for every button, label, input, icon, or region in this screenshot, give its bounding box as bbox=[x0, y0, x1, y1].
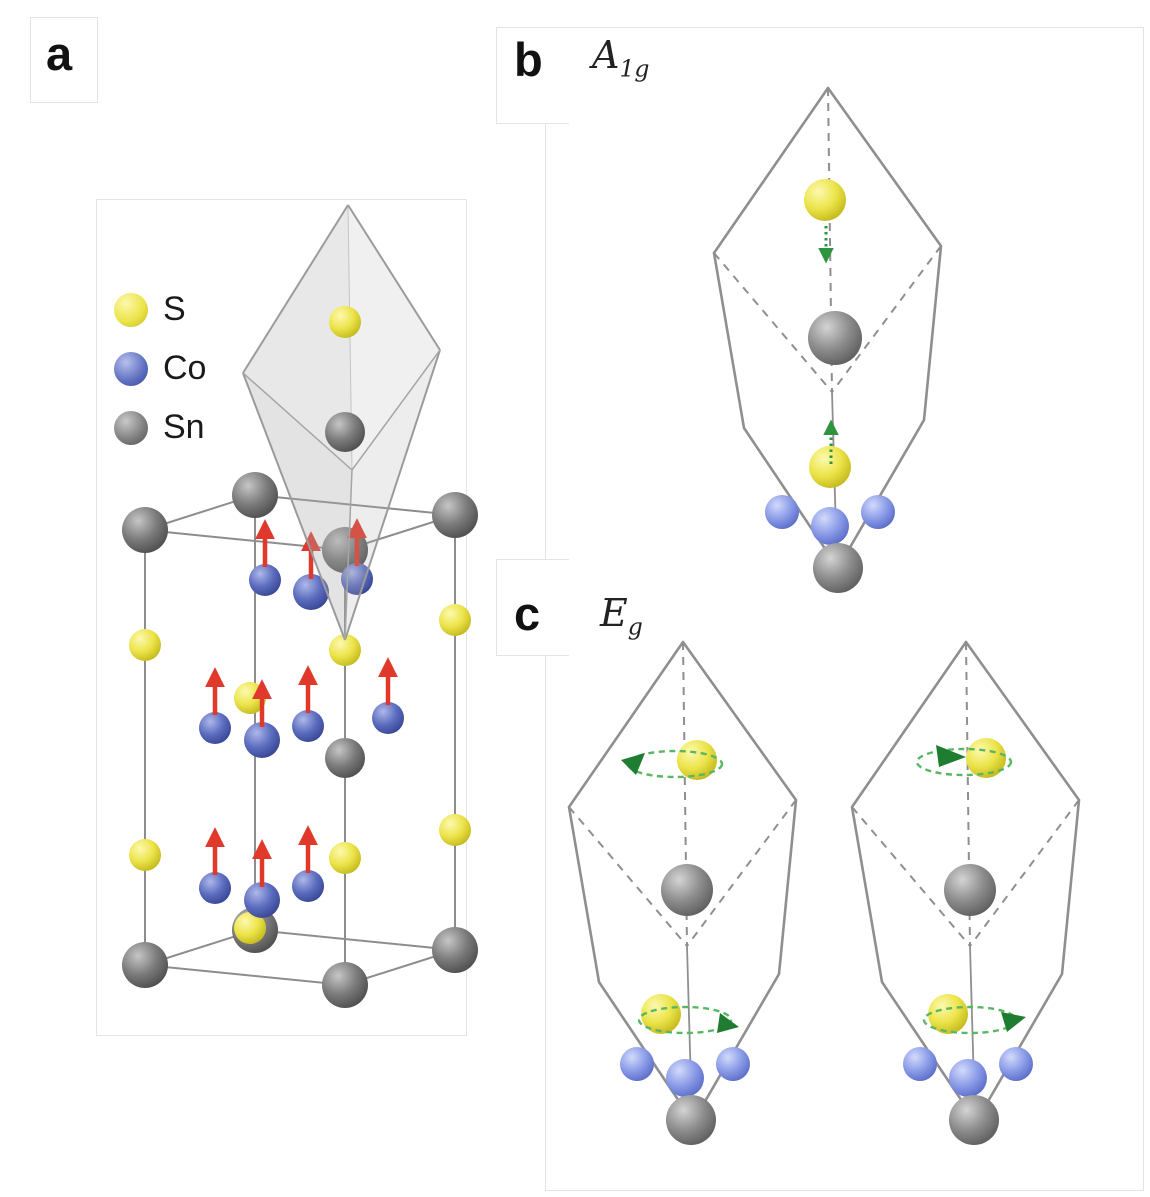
sn-atom bbox=[813, 543, 863, 593]
sn-atom bbox=[325, 412, 365, 452]
s-atom bbox=[234, 912, 266, 944]
primitive-cell-atoms bbox=[325, 306, 365, 452]
panel-a-label: a bbox=[46, 27, 73, 80]
mode-label-a1g-main: A bbox=[592, 33, 620, 77]
sn-atom bbox=[432, 492, 478, 538]
co-atoms bbox=[199, 563, 404, 918]
co-atom bbox=[244, 882, 280, 918]
s-atom bbox=[809, 446, 851, 488]
sn-atom bbox=[949, 1095, 999, 1145]
panel-b-label: b bbox=[514, 33, 543, 86]
phonon-mode-a1g bbox=[712, 86, 943, 593]
rotation-arrow-bottom bbox=[637, 1005, 739, 1035]
co-atom bbox=[666, 1059, 704, 1097]
legend: S Co Sn bbox=[114, 290, 206, 447]
s-atom bbox=[804, 179, 846, 221]
s-atom bbox=[928, 994, 968, 1034]
legend-label-sn: Sn bbox=[163, 408, 205, 446]
mode-label-eg: Eg bbox=[600, 594, 643, 639]
magnetic-moment-arrows bbox=[205, 518, 398, 887]
sn-atom bbox=[666, 1095, 716, 1145]
s-atom bbox=[329, 842, 361, 874]
co-atom bbox=[999, 1047, 1033, 1081]
rotation-arrow-top bbox=[915, 745, 1013, 777]
co-atom bbox=[292, 870, 324, 902]
sn-atom bbox=[325, 738, 365, 778]
s-atom bbox=[439, 604, 471, 636]
sn-atom bbox=[322, 962, 368, 1008]
legend-label-s: S bbox=[163, 290, 186, 328]
co-atom bbox=[244, 722, 280, 758]
mode-label-eg-main: E bbox=[600, 591, 628, 635]
legend-item-co: Co bbox=[114, 349, 206, 388]
co-atom bbox=[292, 710, 324, 742]
s-atom bbox=[641, 994, 681, 1034]
panel-b-letter-card bbox=[496, 27, 569, 124]
legend-item-s: S bbox=[114, 290, 206, 329]
co-atom bbox=[341, 563, 373, 595]
s-atom bbox=[129, 629, 161, 661]
sn-atom bbox=[661, 864, 713, 916]
sn-atom bbox=[122, 942, 168, 988]
legend-item-sn: Sn bbox=[114, 408, 206, 447]
co-atom bbox=[620, 1047, 654, 1081]
phonon-mode-eg-right bbox=[850, 640, 1081, 1145]
mode-label-eg-sub: g bbox=[627, 612, 643, 641]
mode-label-a1g: A1g bbox=[592, 36, 650, 81]
s-atom bbox=[329, 634, 361, 666]
s-atom-swatch bbox=[114, 292, 148, 327]
co-atoms bbox=[903, 1047, 1033, 1097]
unit-cell-box bbox=[144, 493, 456, 987]
panel-a-card bbox=[96, 199, 467, 1036]
s-atom bbox=[966, 738, 1006, 778]
sn-atom bbox=[232, 472, 278, 518]
panel-c-label: c bbox=[514, 587, 541, 640]
sn-atom bbox=[808, 311, 862, 365]
co-atom-swatch bbox=[114, 351, 148, 386]
co-atom bbox=[293, 574, 329, 610]
primitive-cell bbox=[242, 204, 441, 641]
co-atom bbox=[249, 564, 281, 596]
rotation-arrow-bottom bbox=[922, 1005, 1026, 1035]
s-atom bbox=[129, 839, 161, 871]
co-atom bbox=[716, 1047, 750, 1081]
sn-atoms bbox=[122, 472, 478, 1008]
sn-atom bbox=[944, 864, 996, 916]
panel-bc-card bbox=[545, 27, 1144, 1191]
sn-atom bbox=[432, 927, 478, 973]
co-atoms bbox=[765, 495, 895, 545]
co-atom bbox=[199, 712, 231, 744]
co-atom bbox=[811, 507, 849, 545]
panel-a-letter-card bbox=[30, 17, 98, 103]
co-atom bbox=[199, 872, 231, 904]
co-atom bbox=[949, 1059, 987, 1097]
rotation-arrow-top bbox=[621, 749, 724, 779]
co-atom bbox=[903, 1047, 937, 1081]
panel-c-letter-card bbox=[496, 559, 569, 656]
sn-atom bbox=[122, 507, 168, 553]
sn-atom-swatch bbox=[114, 410, 148, 445]
co-atom bbox=[765, 495, 799, 529]
legend-label-co: Co bbox=[163, 349, 207, 387]
co-atoms bbox=[620, 1047, 750, 1097]
s-atom bbox=[677, 740, 717, 780]
s-atom bbox=[439, 814, 471, 846]
crystal-structure-panel-a bbox=[122, 204, 478, 1008]
co-atom bbox=[372, 702, 404, 734]
mode-label-a1g-sub: 1g bbox=[619, 54, 650, 83]
phonon-mode-eg-left bbox=[567, 640, 798, 1145]
s-atoms bbox=[129, 604, 471, 944]
s-atom bbox=[329, 306, 361, 338]
co-atom bbox=[861, 495, 895, 529]
